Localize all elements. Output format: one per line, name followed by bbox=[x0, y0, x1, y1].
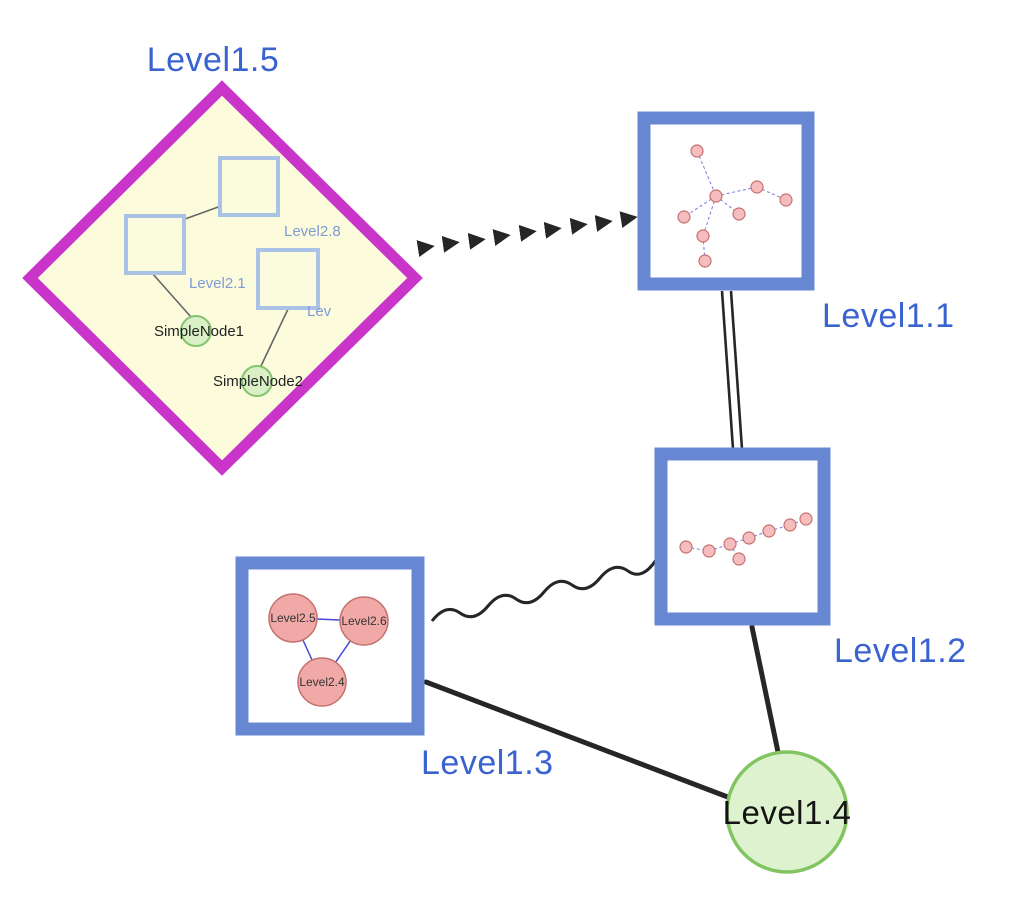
label-simplenode2: SimpleNode2 bbox=[213, 373, 303, 390]
inner-node[interactable] bbox=[783, 518, 797, 532]
node-simplenode2[interactable] bbox=[241, 365, 273, 397]
edge-level1-5-to-level1-1[interactable] bbox=[402, 211, 638, 257]
label-level2-trunc: Lev bbox=[307, 303, 332, 320]
node-level2-1[interactable] bbox=[124, 214, 186, 275]
node-level2-4[interactable] bbox=[297, 657, 347, 707]
inner-node[interactable] bbox=[799, 512, 813, 526]
edge-level2-8-to-level2-1[interactable] bbox=[184, 205, 222, 220]
label-simplenode1: SimpleNode1 bbox=[154, 323, 244, 340]
group-square-level1-2[interactable] bbox=[654, 447, 831, 626]
inner-node[interactable] bbox=[690, 144, 704, 158]
inner-node[interactable] bbox=[742, 531, 756, 545]
node-level1-4[interactable]: Level1.4 bbox=[723, 750, 852, 874]
label-level1-4: Level1.4 bbox=[723, 794, 852, 831]
diamond-shape[interactable] bbox=[22, 80, 423, 476]
inner-node[interactable] bbox=[750, 180, 764, 194]
level1-1-inner-graph bbox=[677, 144, 793, 268]
edge-level1-3-to-level1-4[interactable] bbox=[423, 679, 736, 802]
inner-node[interactable] bbox=[732, 207, 746, 221]
edge-level1-3-to-level1-2[interactable] bbox=[430, 559, 658, 622]
inner-node[interactable] bbox=[702, 544, 716, 558]
label-level2-6: Level2.6 bbox=[341, 614, 387, 628]
inner-node[interactable] bbox=[696, 229, 710, 243]
edge-level1-1-to-level1-2[interactable] bbox=[720, 290, 744, 450]
node-level1-1[interactable] bbox=[637, 111, 815, 291]
inner-node[interactable] bbox=[779, 193, 793, 207]
node-level2-trunc[interactable] bbox=[256, 248, 320, 310]
inner-node[interactable] bbox=[679, 540, 693, 554]
label-level2-8: Level2.8 bbox=[284, 223, 341, 240]
node-level1-3[interactable]: Level2.5 Level2.6 Level2.4 bbox=[235, 556, 425, 736]
label-level2-4: Level2.4 bbox=[299, 675, 345, 689]
node-level2-8[interactable] bbox=[218, 156, 280, 217]
label-level2-5: Level2.5 bbox=[270, 611, 316, 625]
node-level2-6[interactable] bbox=[339, 596, 389, 646]
label-level1-5: Level1.5 bbox=[147, 41, 280, 79]
node-simplenode1[interactable] bbox=[180, 315, 212, 347]
edge-level2-1-to-simplenode1[interactable] bbox=[151, 272, 192, 318]
inner-node[interactable] bbox=[677, 210, 691, 224]
inner-node[interactable] bbox=[762, 524, 776, 538]
node-level2-5[interactable] bbox=[268, 593, 318, 643]
inner-node[interactable] bbox=[709, 189, 723, 203]
label-level2-1: Level2.1 bbox=[189, 275, 246, 292]
inner-node[interactable] bbox=[723, 537, 737, 551]
level1-2-inner-graph bbox=[679, 512, 813, 566]
label-level1-1: Level1.1 bbox=[822, 297, 955, 335]
edge-level1-2-to-level1-4[interactable] bbox=[749, 624, 781, 755]
circle-level1-4[interactable] bbox=[725, 750, 849, 874]
inner-node[interactable] bbox=[732, 552, 746, 566]
edge-lev-to-simplenode2[interactable] bbox=[260, 306, 290, 367]
node-level1-5[interactable]: Level2.8 Level2.1 Lev SimpleNode1 Simple… bbox=[22, 80, 423, 476]
inner-node[interactable] bbox=[698, 254, 712, 268]
label-level1-3: Level1.3 bbox=[421, 744, 554, 782]
label-level1-2: Level1.2 bbox=[834, 632, 967, 670]
node-level1-2[interactable] bbox=[654, 447, 831, 626]
level1-3-inner-graph: Level2.5 Level2.6 Level2.4 bbox=[268, 593, 389, 707]
